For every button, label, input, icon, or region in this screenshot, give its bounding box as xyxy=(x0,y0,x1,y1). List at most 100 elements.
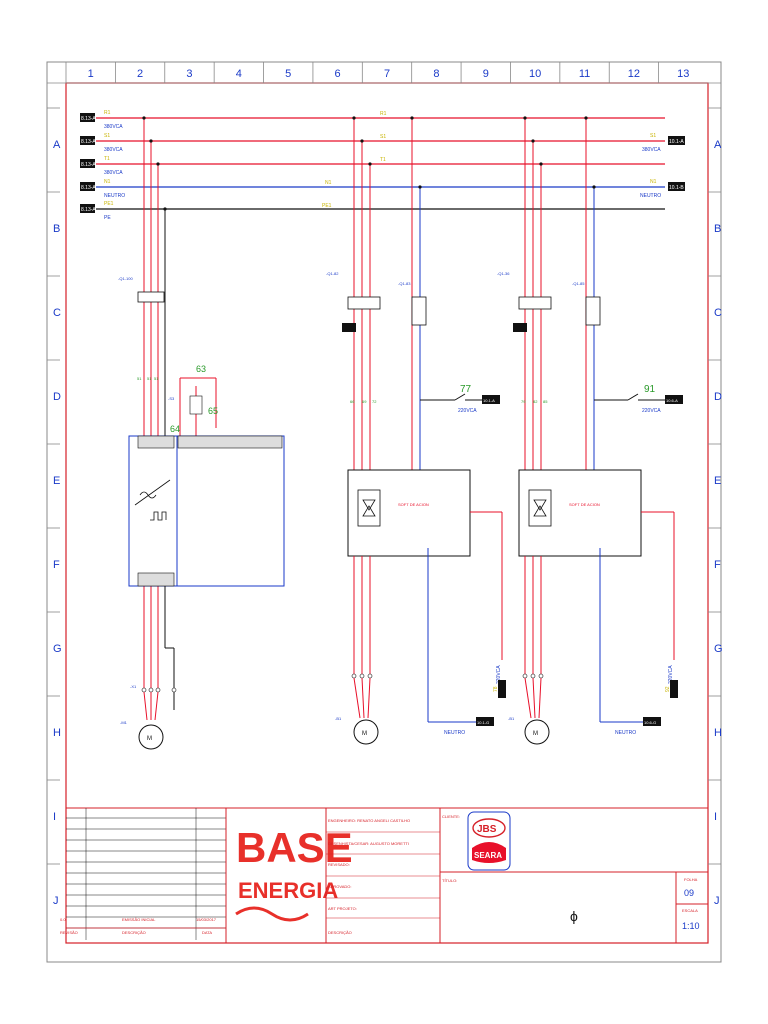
row-label-E-r: E xyxy=(714,475,721,487)
c1-num-63: 63 xyxy=(196,364,206,374)
svg-text:EMISSÃO INICIAL: EMISSÃO INICIAL xyxy=(122,917,156,922)
circuit-3: -Q1-36 -Q1-85 79 82 85 10.6-A 91 220VCA … xyxy=(497,116,683,745)
column-label-4: 4 xyxy=(236,68,242,80)
c3-module-title: SOFT DE ACION xyxy=(569,502,600,507)
svg-text:APROVADO:: APROVADO: xyxy=(328,884,352,889)
circuit-1: -Q1-100 51 51 51 -S3 63 64 65 -X1 xyxy=(118,116,285,750)
column-label-1: 1 xyxy=(88,68,94,80)
row-label-H-l: H xyxy=(53,727,61,739)
column-label-6: 6 xyxy=(335,68,341,80)
circuit-2: -Q1-82 -Q1-83 66 69 72 10.1-A 77 220VCA … xyxy=(326,116,506,745)
column-label-13: 13 xyxy=(677,68,689,80)
row-label-J-l: J xyxy=(53,895,59,907)
bus-lines xyxy=(96,117,665,210)
svg-text:PE: PE xyxy=(104,215,111,221)
svg-text:380VCA: 380VCA xyxy=(104,147,123,153)
svg-text:79: 79 xyxy=(521,399,526,404)
svg-text:DESCRIÇÃO: DESCRIÇÃO xyxy=(328,930,352,935)
line-label-t1: T1 xyxy=(380,157,386,163)
svg-text:72: 72 xyxy=(372,399,377,404)
c1-num-64: 64 xyxy=(170,424,180,434)
svg-text:82: 82 xyxy=(533,399,538,404)
row-label-B-r: B xyxy=(714,223,721,235)
column-label-11: 11 xyxy=(579,68,590,80)
svg-text:380VCA: 380VCA xyxy=(104,170,123,176)
svg-text:85: 85 xyxy=(543,399,548,404)
svg-text:DATA: DATA xyxy=(202,930,212,935)
svg-text:51: 51 xyxy=(154,376,159,381)
svg-text:REVISADO:: REVISADO: xyxy=(328,862,350,867)
c3-ref-right: 10.6-A xyxy=(666,398,678,403)
svg-text:ENGENHEIRO: RENATO ANGELI CAST: ENGENHEIRO: RENATO ANGELI CASTILHO xyxy=(328,818,410,823)
column-label-12: 12 xyxy=(628,68,640,80)
svg-text:78: 78 xyxy=(493,686,499,692)
svg-text:66: 66 xyxy=(350,399,355,404)
svg-text:69: 69 xyxy=(362,399,367,404)
svg-text:S1: S1 xyxy=(104,133,110,139)
svg-text:NEUTRO: NEUTRO xyxy=(444,730,465,736)
column-label-9: 9 xyxy=(483,68,489,80)
right-ref-1: 10.1-A xyxy=(669,139,684,145)
left-refs: 8.13-A 8.13-A 8.13-A 8.13-A 8.13-A R1 38… xyxy=(80,110,125,221)
svg-text:09: 09 xyxy=(684,888,694,898)
svg-text:92: 92 xyxy=(665,686,671,692)
row-label-F-r: F xyxy=(714,559,721,571)
row-label-G-r: G xyxy=(714,643,723,655)
svg-text:1:10: 1:10 xyxy=(682,921,700,931)
svg-text:10.6-G: 10.6-G xyxy=(644,720,656,725)
svg-text:51: 51 xyxy=(137,376,142,381)
svg-text:N1: N1 xyxy=(104,179,111,185)
svg-text:ART PROJETO:: ART PROJETO: xyxy=(328,906,357,911)
svg-text:10.1-G: 10.1-G xyxy=(477,720,489,725)
svg-text:FOLHA: FOLHA xyxy=(684,877,698,882)
row-label-I-l: I xyxy=(53,811,56,823)
svg-text:REVISÃO: REVISÃO xyxy=(60,930,78,935)
line-label-n1: N1 xyxy=(325,180,332,186)
title-symbol: ϕ xyxy=(570,908,578,924)
left-ref-1: 8.13-A xyxy=(81,116,96,122)
line-label-pe1: PE1 xyxy=(322,203,332,209)
bus-line-labels: R1 S1 T1 N1 PE1 xyxy=(322,111,387,209)
svg-text:SEARA: SEARA xyxy=(474,851,502,860)
svg-text:-B1: -B1 xyxy=(335,716,342,721)
svg-text:-M1: -M1 xyxy=(120,720,128,725)
right-ref-2: 10.1-B xyxy=(669,185,684,191)
column-label-3: 3 xyxy=(186,68,192,80)
svg-text:220VCA: 220VCA xyxy=(458,408,477,414)
c3-switch-number: 91 xyxy=(644,384,656,395)
c2-ref-right: 10.1-A xyxy=(483,398,495,403)
row-label-D-r: D xyxy=(714,391,722,403)
row-label-H-r: H xyxy=(714,727,722,739)
svg-text:220VCA: 220VCA xyxy=(642,408,661,414)
svg-text:R1: R1 xyxy=(104,110,111,116)
c3-breaker-tag: -Q1-36 xyxy=(497,271,510,276)
svg-text:-X1: -X1 xyxy=(130,684,137,689)
svg-text:M: M xyxy=(362,731,367,737)
row-label-C-r: C xyxy=(714,307,722,319)
title-block: 0.0 EMISSÃO INICIAL 15/03/2017 REVISÃO D… xyxy=(60,807,708,943)
left-ref-5: 8.13-A xyxy=(81,207,96,213)
svg-text:N1: N1 xyxy=(650,179,657,185)
svg-text:PE1: PE1 xyxy=(104,201,114,207)
row-label-D-l: D xyxy=(53,391,61,403)
c2-relay-tag: -Q1-83 xyxy=(398,281,411,286)
svg-text:NEUTRO: NEUTRO xyxy=(640,193,661,199)
line-label-s1: S1 xyxy=(380,134,386,140)
svg-text:M: M xyxy=(147,736,152,742)
svg-text:T1: T1 xyxy=(104,156,110,162)
c3-motor xyxy=(524,719,550,745)
c2-breaker-tag: -Q1-82 xyxy=(326,271,339,276)
svg-text:-B1: -B1 xyxy=(508,716,515,721)
row-label-G-l: G xyxy=(53,643,62,655)
logo-energia-text: ENERGIA xyxy=(238,878,338,903)
svg-text:15/03/2017: 15/03/2017 xyxy=(196,917,217,922)
column-label-10: 10 xyxy=(529,68,541,80)
client-logo: JBS SEARA xyxy=(467,811,511,871)
svg-text:380VCA: 380VCA xyxy=(104,124,123,130)
svg-text:CLIENTE:: CLIENTE: xyxy=(442,814,460,819)
row-label-J-r: J xyxy=(714,895,720,907)
svg-text:0.0: 0.0 xyxy=(60,917,66,922)
row-label-F-l: F xyxy=(53,559,60,571)
